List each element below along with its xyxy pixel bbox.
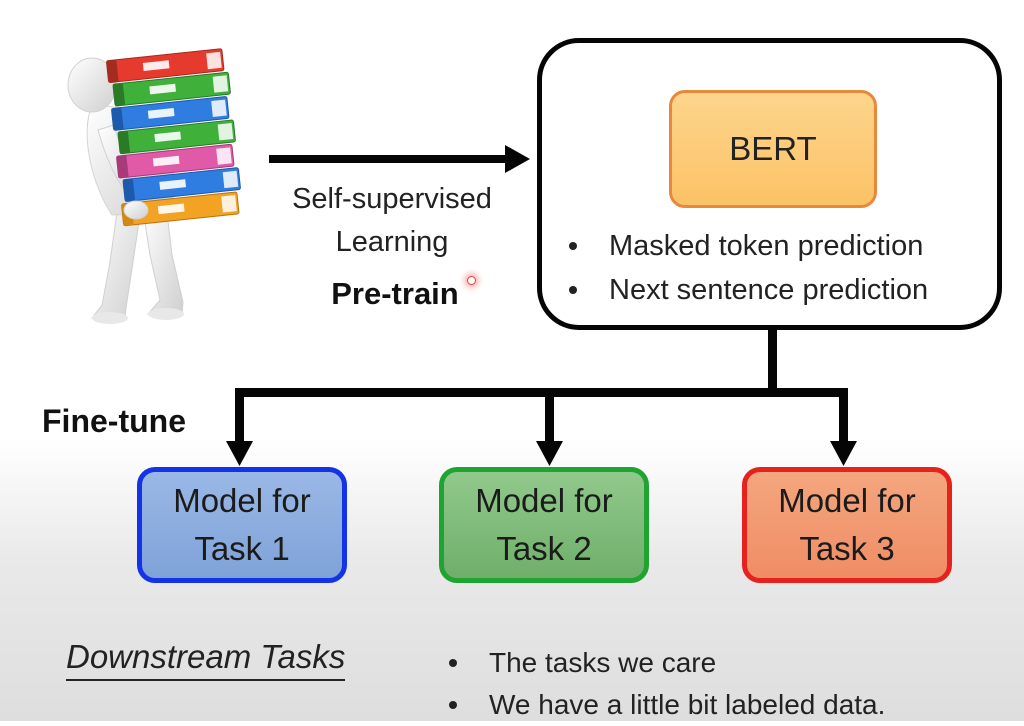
finetune-label: Fine-tune xyxy=(42,403,186,439)
task-2-model-box: Model for Task 2 xyxy=(439,467,649,583)
pretrain-arrow xyxy=(269,145,530,173)
self-supervised-learning-label: Self-supervised Learning xyxy=(292,183,492,258)
task-model-line2: Task 3 xyxy=(799,530,895,567)
finetune-branch-lines xyxy=(235,330,848,443)
arrow-to-task-2 xyxy=(536,441,563,466)
pointer-cursor-icon xyxy=(467,276,476,285)
task-model-line1: Model for xyxy=(173,482,311,519)
list-item: The tasks we care xyxy=(445,642,1005,684)
pretraining-task-list: Masked token prediction Next sentence pr… xyxy=(565,224,990,312)
task-3-model-box: Model for Task 3 xyxy=(742,467,952,583)
arrow-to-task-1 xyxy=(226,441,253,466)
bert-model-box: BERT xyxy=(669,90,877,208)
downstream-tasks-heading: Downstream Tasks xyxy=(66,637,346,681)
task-1-model-box: Model for Task 1 xyxy=(137,467,347,583)
list-item: Next sentence prediction xyxy=(565,268,990,312)
arrow-to-task-3 xyxy=(830,441,857,466)
task-model-line1: Model for xyxy=(778,482,916,519)
downstream-bullet-list: The tasks we care We have a little bit l… xyxy=(445,642,1005,726)
list-item: We have a little bit labeled data. xyxy=(445,684,1005,726)
task-model-line1: Model for xyxy=(475,482,613,519)
task-model-line2: Task 1 xyxy=(194,530,290,567)
bert-model-label: BERT xyxy=(729,130,817,167)
person-carrying-books-icon xyxy=(67,48,241,324)
list-item: Masked token prediction xyxy=(565,224,990,268)
pretrain-label: Pre-train xyxy=(331,276,459,311)
task-model-line2: Task 2 xyxy=(496,530,592,567)
